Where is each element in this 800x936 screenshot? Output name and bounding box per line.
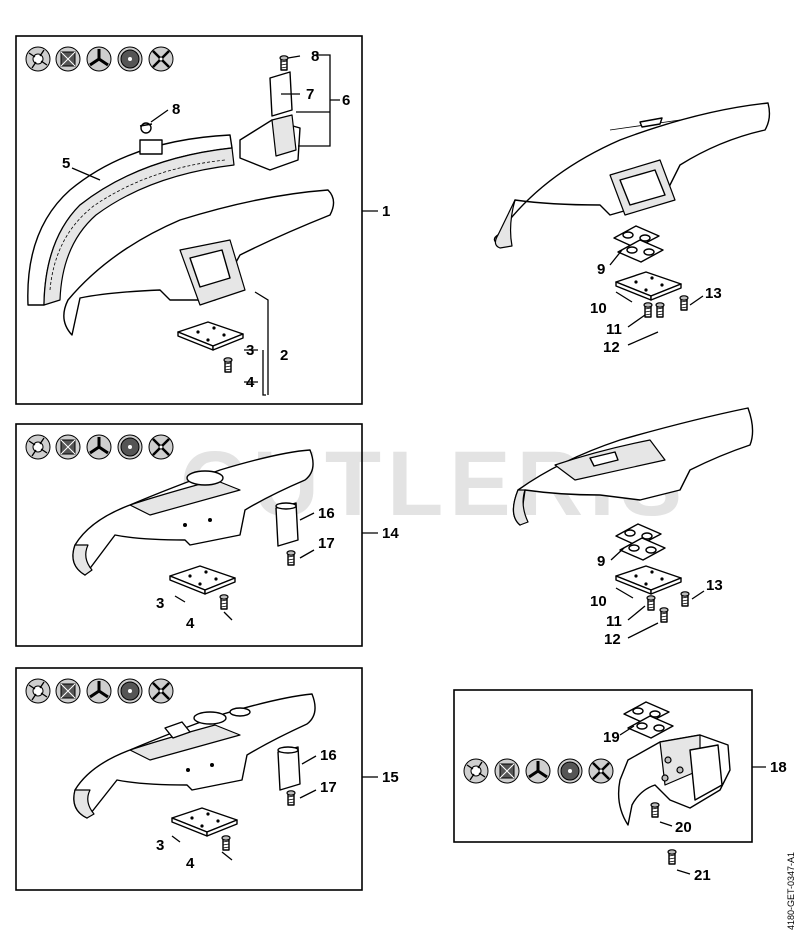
- wing-screw-8: [139, 122, 153, 134]
- circular-blade-icon: [117, 678, 143, 704]
- polycut-icon: [55, 434, 81, 460]
- callout-4c: 4: [186, 855, 195, 872]
- bracket-part: [239, 71, 301, 171]
- callout-16b: 16: [320, 747, 337, 764]
- grass-blade-icon: [85, 45, 113, 73]
- callout-3: 3: [246, 342, 254, 359]
- box-assembly-15: [15, 667, 363, 891]
- callout-13a: 13: [705, 285, 722, 302]
- callout-18: 18: [770, 759, 787, 776]
- plate-3c: [171, 807, 238, 837]
- trimmer-head-icon: [25, 46, 51, 72]
- screw-13a: [679, 295, 689, 311]
- grass-blade-icon: [524, 757, 552, 785]
- callout-11b: 11: [606, 613, 622, 630]
- trimmer-head-icon: [25, 678, 51, 704]
- screw-13b: [680, 591, 690, 607]
- box-assembly-1: [15, 35, 363, 405]
- callout-8b: 8: [172, 101, 180, 118]
- callout-21: 21: [694, 867, 711, 884]
- callout-14: 14: [382, 525, 399, 542]
- box-assembly-14: [15, 423, 363, 647]
- brush-knife-icon: [147, 677, 175, 705]
- grass-blade-icon: [85, 433, 113, 461]
- screw-12a: [655, 302, 665, 318]
- bracket-16-part: [275, 502, 299, 547]
- polycut-icon: [494, 758, 520, 784]
- icon-row-14: [25, 433, 175, 461]
- screw-8-top: [279, 55, 289, 71]
- plate-10b: [615, 565, 682, 595]
- washers-9a: [613, 225, 664, 263]
- screw-12b: [659, 607, 669, 623]
- callout-20: 20: [675, 819, 692, 836]
- callout-10a: 10: [590, 300, 607, 317]
- icon-row-1: [25, 45, 175, 73]
- screw-11a: [643, 302, 653, 318]
- screw-4c: [221, 835, 231, 851]
- callout-9b: 9: [597, 553, 605, 570]
- shield-15-part: [73, 693, 316, 819]
- callout-1: 1: [382, 203, 390, 220]
- callout-15: 15: [382, 769, 399, 786]
- callout-17a: 17: [318, 535, 335, 552]
- callout-10b: 10: [590, 593, 607, 610]
- callout-4: 4: [246, 374, 255, 391]
- document-code: 4180-GET-0347-A1: [786, 852, 796, 930]
- callout-19: 19: [603, 729, 620, 746]
- screw-4: [223, 357, 233, 373]
- brush-knife-icon: [587, 757, 615, 785]
- callout-12a: 12: [603, 339, 620, 356]
- polycut-icon: [55, 46, 81, 72]
- guard-extension-part: [27, 134, 235, 306]
- callout-9a: 9: [597, 261, 605, 278]
- plate-3b: [169, 565, 236, 595]
- callout-17b: 17: [320, 779, 337, 796]
- screw-21: [667, 849, 677, 865]
- callout-12b: 12: [604, 631, 621, 648]
- screw-17a: [286, 550, 296, 566]
- brush-knife-icon: [147, 45, 175, 73]
- trimmer-head-icon: [25, 434, 51, 460]
- screw-20: [650, 802, 660, 818]
- bracket-16b-part: [277, 746, 301, 791]
- callout-2: 2: [280, 347, 288, 364]
- callout-3b: 3: [156, 595, 164, 612]
- callout-6: 6: [342, 92, 350, 109]
- callout-5: 5: [62, 155, 70, 172]
- shield-right-top-part: [493, 102, 771, 249]
- shield-assembly-part: [63, 189, 335, 336]
- plate-10a: [615, 271, 682, 301]
- circular-blade-icon: [117, 434, 143, 460]
- callout-7: 7: [306, 86, 314, 103]
- callout-4b: 4: [186, 615, 195, 632]
- polycut-icon: [55, 678, 81, 704]
- guard-18-part: [617, 734, 731, 826]
- grass-blade-icon: [85, 677, 113, 705]
- screw-17b: [286, 790, 296, 806]
- shield-14-part: [72, 449, 314, 576]
- mounting-plate-3: [177, 321, 244, 351]
- callout-13b: 13: [706, 577, 723, 594]
- screw-11b: [646, 595, 656, 611]
- screw-4b: [219, 594, 229, 610]
- callout-8: 8: [311, 48, 319, 65]
- box-assembly-18: [453, 689, 753, 843]
- callout-11a: 11: [606, 321, 622, 338]
- washers-19: [623, 701, 674, 739]
- trimmer-head-icon: [463, 758, 489, 784]
- circular-blade-icon: [557, 758, 583, 784]
- callout-16a: 16: [318, 505, 335, 522]
- icon-row-18: [463, 757, 615, 785]
- callout-3c: 3: [156, 837, 164, 854]
- circular-blade-icon: [117, 46, 143, 72]
- brush-knife-icon: [147, 433, 175, 461]
- shield-right-mid-part: [512, 407, 754, 526]
- icon-row-15: [25, 677, 175, 705]
